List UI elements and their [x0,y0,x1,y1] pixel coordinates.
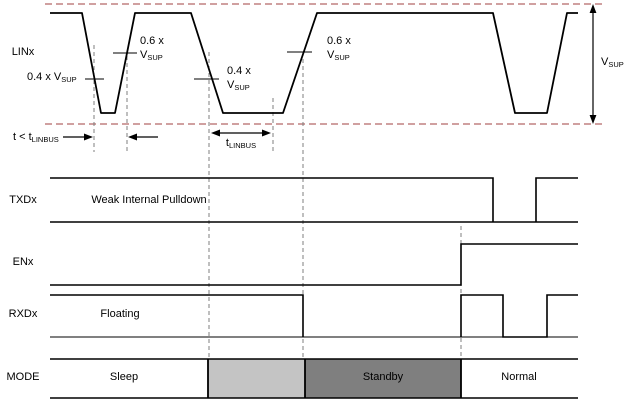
vsup-label: VSUP [601,56,624,69]
mode-standby-box [305,359,461,398]
txd-waveform [50,177,578,223]
mode-signal-label: MODE [6,371,40,383]
txd-signal-label: TXDx [9,194,37,206]
en-signal-label: ENx [12,256,34,268]
rxd-state-text: Floating [100,308,140,320]
lin-waveform [50,12,578,114]
mode-state-normal: Normal [501,371,537,383]
rxd-waveform [460,294,578,338]
threshold-04-left-label: 0.4 x VSUP [27,71,77,84]
threshold-04-mid-label: 0.4 x VSUP [227,65,251,92]
t-less-than-label: t < tLINBUS [13,131,59,144]
lin-signal-label: LINx [11,46,35,58]
t-linbus-label: tLINBUS [225,137,257,150]
en-waveform [50,243,578,286]
mode-state-standby: Standby [362,371,404,383]
rxd-floating-band [50,294,304,337]
mode-transition-box [208,359,305,398]
t-less-arrows [63,133,158,141]
txd-state-text: Weak Internal Pulldown [91,194,207,206]
threshold-06-mid-label: 0.6 x VSUP [327,35,351,62]
vsup-arrow [589,4,597,124]
threshold-06-left-label: 0.6 x VSUP [140,35,164,62]
mode-state-sleep: Sleep [109,371,139,383]
mode-box-edges [207,359,462,398]
t-linbus-arrow [211,129,271,137]
rxd-signal-label: RXDx [8,308,38,320]
